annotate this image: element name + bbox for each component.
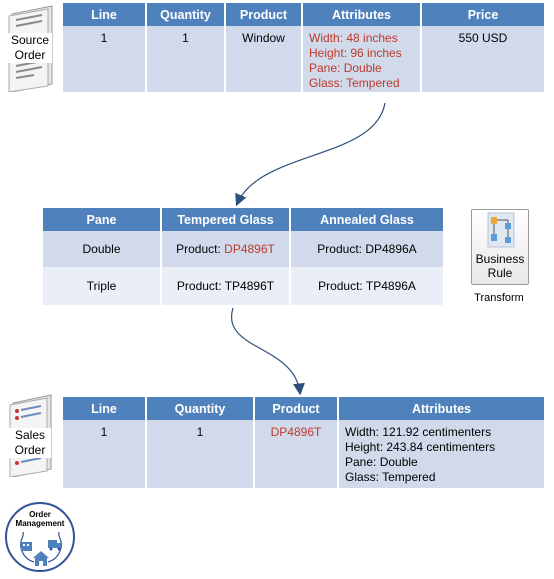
source-quantity-cell: 1 <box>146 26 226 92</box>
source-attr-height: Height: 96 inches <box>309 46 402 60</box>
source-header-quantity: Quantity <box>146 3 226 26</box>
table-row: Double Product: DP4896T Product: DP4896A <box>43 231 443 267</box>
source-header-attributes: Attributes <box>302 3 422 26</box>
source-product-cell: Window <box>225 26 303 92</box>
source-attr-width: Width: 48 inches <box>309 31 398 45</box>
mapping-header-tempered: Tempered Glass <box>161 208 291 231</box>
sales-header-attributes: Attributes <box>338 397 544 420</box>
sales-product-cell: DP4896T <box>254 420 339 488</box>
sales-attributes-cell: Width: 121.92 centimenters Height: 243.8… <box>338 420 544 488</box>
highlighted-product-code: DP4896T <box>224 241 275 256</box>
sales-order-table: Line Quantity Product Attributes 1 1 DP4… <box>63 397 544 488</box>
business-rule-box: Business Rule <box>471 209 529 285</box>
source-price-cell: 550 USD <box>421 26 544 92</box>
transform-caption: Transform <box>474 292 524 304</box>
source-header-line: Line <box>63 3 147 26</box>
source-order-label: Source Order <box>8 33 52 63</box>
source-attr-glass: Glass: Tempered <box>309 76 400 90</box>
mapping-annealed-cell: Product: TP4896A <box>290 267 443 305</box>
sales-attr-pane: Pane: Double <box>345 455 418 469</box>
source-header-price: Price <box>421 3 544 26</box>
sales-quantity-cell: 1 <box>146 420 255 488</box>
arrow-to-sales-order <box>230 307 305 396</box>
source-line-cell: 1 <box>63 26 147 92</box>
flowchart-icon <box>487 212 515 248</box>
table-row: Triple Product: TP4896T Product: TP4896A <box>43 267 443 305</box>
pane-glass-mapping-table: Pane Tempered Glass Annealed Glass Doubl… <box>43 208 443 305</box>
order-management-badge: Order Management <box>5 502 75 572</box>
order-management-label: Order Management <box>15 510 65 528</box>
warehouse-truck-icon <box>20 532 62 566</box>
table-row: 1 1 Window Width: 48 inches Height: 96 i… <box>63 26 544 92</box>
mapping-header-annealed: Annealed Glass <box>290 208 443 231</box>
sales-attr-height: Height: 243.84 centimenters <box>345 440 496 454</box>
source-attributes-cell: Width: 48 inches Height: 96 inches Pane:… <box>302 26 422 92</box>
mapping-tempered-cell: Product: TP4896T <box>161 267 291 305</box>
mapping-pane-cell: Double <box>43 231 162 267</box>
mapping-header-pane: Pane <box>43 208 162 231</box>
source-order-table: Line Quantity Product Attributes Price 1… <box>63 3 544 92</box>
sales-header-product: Product <box>254 397 339 420</box>
sales-header-quantity: Quantity <box>146 397 255 420</box>
source-header-product: Product <box>225 3 303 26</box>
sales-order-label: Sales Order <box>9 428 51 458</box>
sales-attr-glass: Glass: Tempered <box>345 470 436 484</box>
mapping-pane-cell: Triple <box>43 267 162 305</box>
mapping-annealed-cell: Product: DP4896A <box>290 231 443 267</box>
sales-line-cell: 1 <box>63 420 147 488</box>
sales-attr-width: Width: 121.92 centimenters <box>345 425 492 439</box>
business-rule-label: Business Rule <box>475 252 525 280</box>
source-attr-pane: Pane: Double <box>309 61 382 75</box>
arrow-to-business-rule <box>235 102 386 207</box>
mapping-tempered-cell: Product: DP4896T <box>161 231 291 267</box>
sales-header-line: Line <box>63 397 147 420</box>
table-row: 1 1 DP4896T Width: 121.92 centimenters H… <box>63 420 544 488</box>
